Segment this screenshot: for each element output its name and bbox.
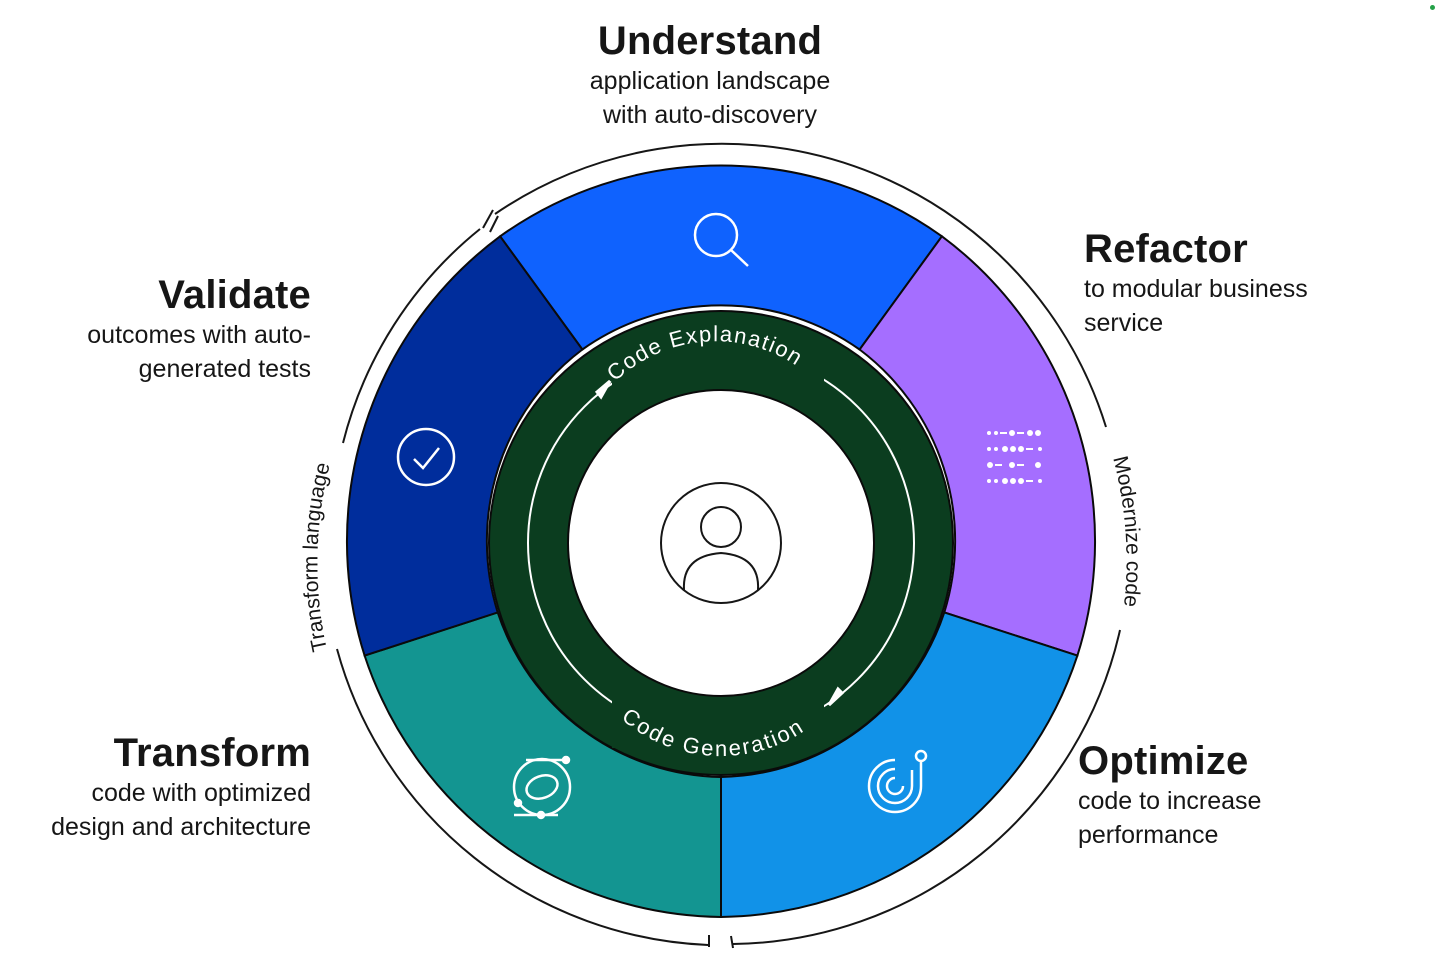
stage-title: Transform bbox=[113, 731, 311, 775]
stage-title: Understand bbox=[597, 19, 823, 63]
stage-desc-line2: design and architecture bbox=[51, 813, 311, 841]
stage-desc-line1: to modular business bbox=[1084, 275, 1308, 303]
orbit-icon bbox=[512, 755, 572, 820]
stage-desc-line2: generated tests bbox=[138, 355, 311, 383]
stage-desc-line2: with auto-discovery bbox=[603, 101, 817, 129]
label-refactor: Refactor to modular business service bbox=[1084, 226, 1414, 340]
arrow-head-bottom bbox=[827, 686, 845, 707]
label-validate: Validate outcomes with auto- generated t… bbox=[0, 272, 311, 386]
stage-desc-line1: outcomes with auto- bbox=[87, 321, 311, 349]
label-understand: Understand application landscape with au… bbox=[480, 18, 940, 132]
search-icon bbox=[693, 212, 749, 267]
outer-arc-right bbox=[730, 629, 1121, 949]
stage-desc-line1: application landscape bbox=[589, 67, 831, 95]
label-transform: Transform code with optimized design and… bbox=[0, 730, 311, 844]
segment-understand[interactable] bbox=[498, 164, 944, 351]
outer-arc-right-label: Modernize code bbox=[1108, 454, 1144, 608]
center-circle bbox=[567, 389, 875, 697]
stage-desc-line1: code with optimized bbox=[91, 779, 311, 807]
stage-desc-line2: service bbox=[1084, 309, 1164, 337]
segment-validate[interactable] bbox=[345, 234, 584, 657]
outer-arc-left bbox=[336, 228, 710, 947]
checkmark-circle-icon bbox=[396, 427, 456, 487]
stage-title: Refactor bbox=[1084, 227, 1248, 271]
arrow-head-top bbox=[594, 379, 612, 400]
stage-title: Validate bbox=[158, 273, 311, 317]
arc-gap-bottom bbox=[612, 698, 824, 748]
status-dot bbox=[1430, 5, 1435, 10]
outer-arc-left-label: Transform language bbox=[299, 460, 334, 653]
arc-gap-top bbox=[612, 340, 824, 388]
stage-desc-line2: performance bbox=[1078, 821, 1219, 849]
outer-arc-top bbox=[482, 142, 1107, 428]
label-optimize: Optimize code to increase performance bbox=[1078, 738, 1408, 852]
segment-refactor[interactable] bbox=[858, 234, 1097, 657]
user-icon bbox=[660, 482, 782, 604]
dot-grid-icon bbox=[987, 430, 1042, 484]
spiral-icon bbox=[867, 749, 928, 814]
stage-title: Optimize bbox=[1078, 739, 1249, 783]
stage-desc-line1: code to increase bbox=[1078, 787, 1262, 815]
